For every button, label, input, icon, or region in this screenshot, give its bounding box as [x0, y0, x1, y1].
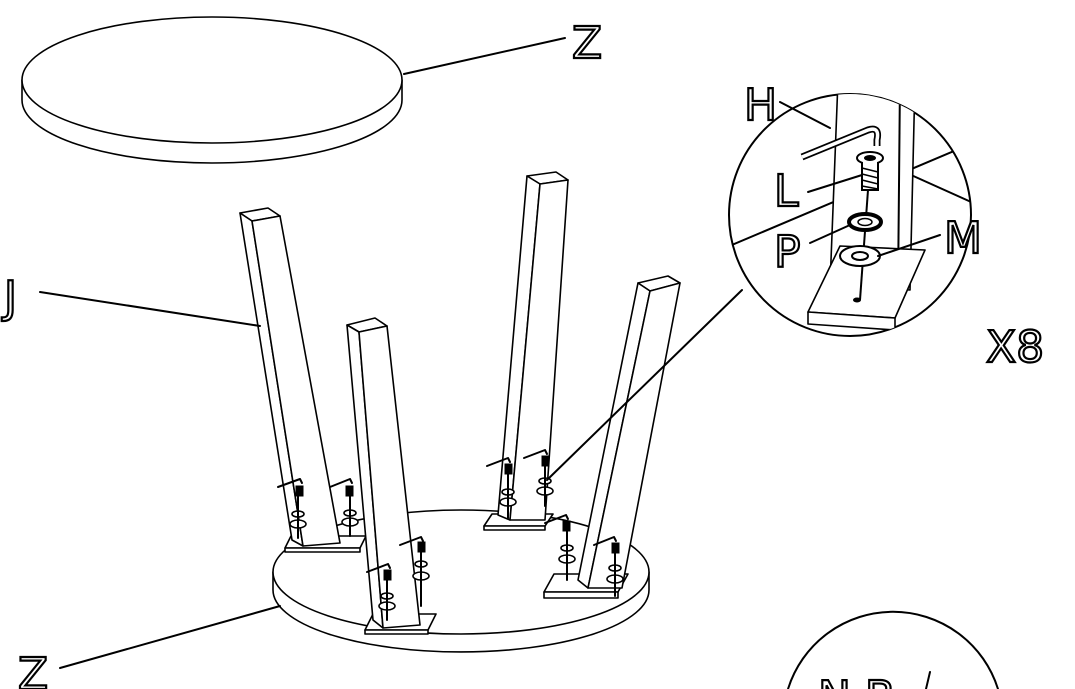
hardware-group-3 [486, 449, 554, 519]
label-bolt: L [774, 166, 799, 217]
tabletop-top [21, 16, 566, 164]
label-note-partial: N B [818, 672, 895, 689]
label-hex-key: H [744, 80, 777, 131]
label-leg: J [1, 272, 17, 323]
label-spring-washer: P [774, 227, 801, 278]
label-quantity: X8 [986, 322, 1044, 373]
label-top-panel: Z [572, 18, 602, 69]
label-flat-washer: M [944, 213, 982, 264]
leg-icon [39, 171, 681, 629]
hardware-group-4 [544, 514, 624, 597]
detail-leader-line [546, 289, 743, 481]
detail-magnifier-partial [787, 610, 999, 689]
detail-magnifier-icon [728, 93, 972, 337]
hardware-group-1 [277, 478, 359, 539]
hardware-group-2 [366, 536, 430, 621]
label-bottom-panel: Z [18, 649, 48, 689]
